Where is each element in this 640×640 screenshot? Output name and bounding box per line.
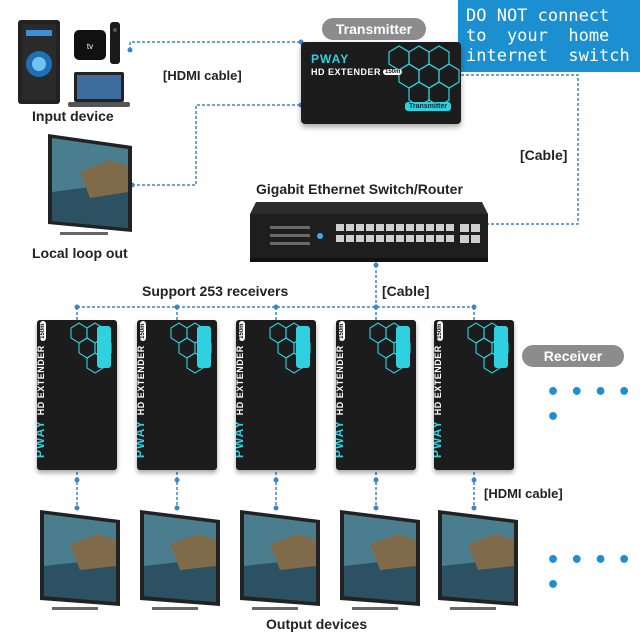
receiver-tag (97, 326, 111, 368)
receiver-device: PWAY HD EXTENDER 150m (37, 320, 117, 470)
receiver-device: PWAY HD EXTENDER 150m (236, 320, 316, 470)
transmitter-tag: Transmitter (405, 102, 452, 111)
transmitter-device: PWAY HD EXTENDER 150m Transmitter (301, 42, 461, 124)
receiver-label-vertical: PWAY HD EXTENDER 150m (37, 321, 49, 458)
switch-label: Gigabit Ethernet Switch/Router (256, 181, 463, 197)
hex-pattern (388, 45, 460, 107)
hdmi-line-input (129, 41, 301, 50)
receiver-device: PWAY HD EXTENDER 150m (434, 320, 514, 470)
svg-text:tv: tv (87, 42, 93, 51)
range-badge: 150m (140, 321, 146, 341)
model-name: HD EXTENDER (311, 67, 382, 77)
receiver-tag (197, 326, 211, 368)
desktop-pc-icon (18, 20, 60, 104)
receiver-pill: Receiver (522, 345, 624, 367)
receiver-label-vertical: PWAY HD EXTENDER 150m (236, 321, 248, 458)
more-outputs-dots: • • • • • (546, 548, 633, 598)
monitor-icon (48, 134, 132, 235)
model-name: HD EXTENDER (137, 345, 146, 416)
receiver-label-vertical: PWAY HD EXTENDER 150m (434, 321, 446, 458)
range-badge: 150m (339, 321, 345, 341)
receiver-tag (494, 326, 508, 368)
receiver-device: PWAY HD EXTENDER 150m (137, 320, 217, 470)
brand-logo: PWAY (137, 419, 147, 458)
input-device-label: Input device (32, 108, 114, 124)
model-name: HD EXTENDER (336, 345, 345, 416)
range-badge: 150m (437, 321, 443, 341)
brand-logo: PWAY (434, 419, 444, 458)
warning-line-1: DO NOT connect (466, 6, 610, 26)
range-badge: 150m (383, 69, 403, 75)
receiver-label-vertical: PWAY HD EXTENDER 150m (336, 321, 348, 458)
warning-line-3: internet switch (466, 46, 630, 66)
model-name: HD EXTENDER (37, 345, 46, 416)
receiver-device: PWAY HD EXTENDER 150m (336, 320, 416, 470)
hdmi-cable-label-top: [HDMI cable] (163, 68, 242, 83)
range-badge: 150m (40, 321, 46, 341)
laptop-icon (68, 72, 130, 107)
model-name: HD EXTENDER (236, 345, 245, 416)
warning-box: DO NOT connect to your home internet swi… (458, 0, 640, 72)
input-device-group: tv (18, 20, 130, 107)
receiver-tag (296, 326, 310, 368)
remote-icon (110, 22, 120, 64)
more-receivers-dots: • • • • • (546, 380, 633, 430)
local-loop-label: Local loop out (32, 245, 128, 261)
cable-label-right: [Cable] (520, 147, 568, 163)
network-switch-icon (250, 202, 488, 262)
range-badge: 150m (239, 321, 245, 341)
bus-drops (76, 307, 475, 320)
warning-line-2: to your home (466, 26, 610, 46)
monitor-icon (340, 510, 420, 610)
hdmi-cable-label-bottom: [HDMI cable] (484, 486, 563, 501)
brand-logo: PWAY (336, 419, 346, 458)
monitor-icon (140, 510, 220, 610)
brand-logo: PWAY (311, 52, 350, 66)
receiver-label-vertical: PWAY HD EXTENDER 150m (137, 321, 149, 458)
transmitter-pill: Transmitter (322, 18, 426, 40)
cable-line-tx-switch (461, 74, 579, 225)
monitor-icon (40, 510, 120, 610)
cable-label-mid: [Cable] (382, 283, 430, 299)
monitor-icon (438, 510, 518, 610)
receiver-tag (396, 326, 410, 368)
hdmi-line-loop (132, 104, 301, 186)
model-name: HD EXTENDER (434, 345, 443, 416)
tv-box-icon: tv (74, 30, 106, 60)
brand-logo: PWAY (236, 419, 246, 458)
brand-logo: PWAY (37, 419, 47, 458)
support-label: Support 253 receivers (142, 283, 289, 299)
output-devices-label: Output devices (266, 616, 368, 632)
monitor-icon (240, 510, 320, 610)
